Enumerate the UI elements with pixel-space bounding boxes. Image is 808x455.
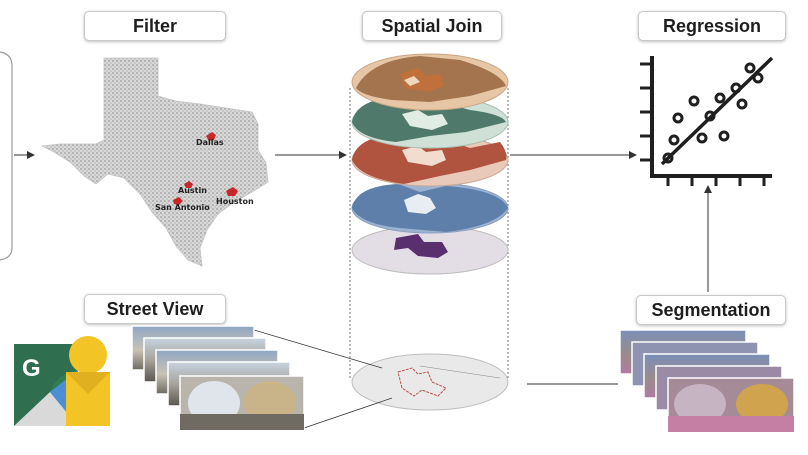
street-view-photos xyxy=(131,325,393,431)
segmentation-label: Segmentation xyxy=(636,295,786,325)
input-bracket xyxy=(0,51,13,261)
svg-text:G: G xyxy=(22,355,41,382)
segmentation-photos xyxy=(619,329,795,433)
city-label-dallas: Dallas xyxy=(196,138,224,147)
spatial-join-label: Spatial Join xyxy=(362,11,502,41)
ground-layer xyxy=(351,353,509,411)
regression-label: Regression xyxy=(638,11,786,41)
street-view-icon: G xyxy=(14,336,110,426)
city-label-houston: Houston xyxy=(216,197,254,206)
layer-red xyxy=(351,133,509,187)
houston-marker xyxy=(226,187,238,196)
scatter-regression-icon xyxy=(640,56,774,186)
texas-map: Dallas Austin San Antonio Houston xyxy=(40,57,269,267)
layer-purple xyxy=(351,225,509,275)
spatial-join-stack xyxy=(349,53,509,411)
layer-blue xyxy=(351,182,509,234)
city-label-san-antonio: San Antonio xyxy=(155,203,210,212)
layer-orange xyxy=(351,53,509,111)
austin-marker xyxy=(184,181,193,188)
filter-label: Filter xyxy=(84,11,226,41)
street-view-label: Street View xyxy=(84,294,226,324)
layer-green xyxy=(351,95,509,149)
city-label-austin: Austin xyxy=(178,186,207,195)
dallas-marker xyxy=(206,132,216,141)
san-antonio-marker xyxy=(173,197,183,205)
